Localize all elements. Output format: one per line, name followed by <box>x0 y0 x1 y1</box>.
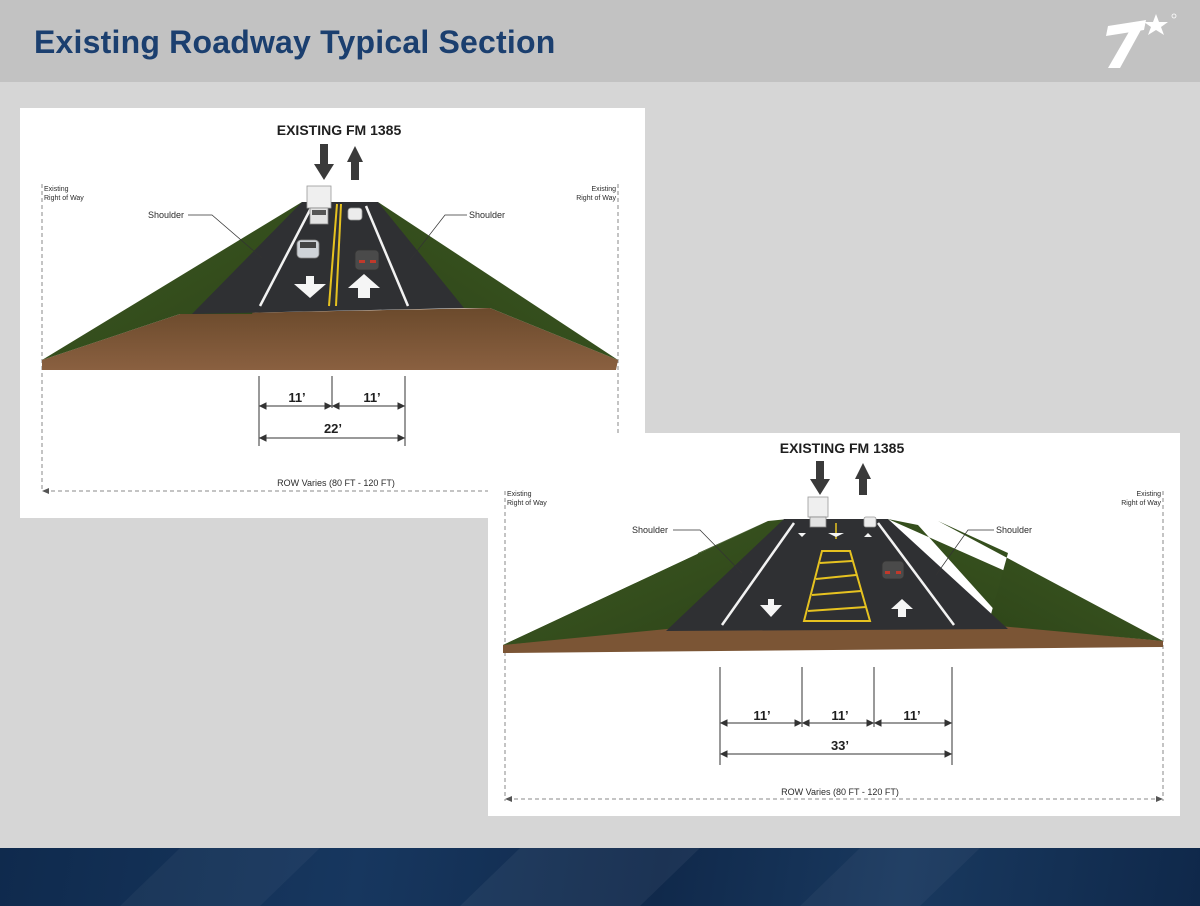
truck-icon <box>807 496 829 528</box>
shoulder-label-right: Shoulder <box>469 210 505 220</box>
southbound-arrow-icon <box>294 276 326 298</box>
shoulder-leader-left <box>188 214 263 259</box>
embankment-dirt <box>42 308 618 370</box>
edge-line-left <box>258 205 314 307</box>
total-width-label: 22’ <box>324 421 342 436</box>
total-width-label: 33’ <box>831 738 849 753</box>
lane-width-label: 11’ <box>903 708 920 723</box>
northbound-arrow-icon <box>348 274 380 298</box>
northbound-arrow-icon <box>891 599 913 617</box>
center-turn-lane-hatching <box>802 550 872 622</box>
slide-title: Existing Roadway Typical Section <box>34 24 556 60</box>
right-row-label-line1: Existing <box>1136 491 1161 498</box>
left-row-label-line1: Existing <box>44 186 69 193</box>
row-arrow-left-icon <box>42 488 49 494</box>
dimension-lines <box>719 667 953 765</box>
txdot-logo-icon <box>1106 13 1177 68</box>
left-grass-slope <box>42 202 302 360</box>
northbound-direction-arrow-icon <box>347 146 363 180</box>
northbound-direction-arrow-icon <box>855 463 871 495</box>
right-grass-upper <box>938 521 1163 641</box>
truck-icon <box>306 185 332 225</box>
right-row-label-line2: Right of Way <box>1121 500 1161 507</box>
shoulder-label-left: Shoulder <box>632 525 668 535</box>
left-grass-upper <box>503 519 788 645</box>
center-line-a <box>328 203 338 307</box>
shoulder-label-right: Shoulder <box>996 525 1032 535</box>
edge-line-left <box>720 522 796 626</box>
road-name-label: EXISTING FM 1385 <box>780 440 905 456</box>
shoulder-leader-right <box>409 214 467 261</box>
road-name-label: EXISTING FM 1385 <box>277 122 402 138</box>
far-lane-arrows-icon <box>798 533 872 537</box>
southbound-direction-arrow-icon <box>810 461 830 495</box>
pavement <box>666 519 1008 631</box>
edge-line-right <box>876 522 956 626</box>
lane-width-label: 11’ <box>831 708 848 723</box>
embankment-dirt <box>503 625 1163 653</box>
left-row-label-line2: Right of Way <box>44 195 84 202</box>
row-arrow-left-icon <box>505 796 512 802</box>
dimension-lines <box>258 376 406 446</box>
center-line-b <box>335 203 342 307</box>
southbound-arrow-icon <box>760 599 782 617</box>
shoulder-leader-right <box>935 529 994 576</box>
car-icon <box>863 516 877 528</box>
lane-width-label: 11’ <box>363 390 380 405</box>
slide-footer-band <box>0 848 1200 906</box>
edge-line-right <box>364 205 410 307</box>
lane-width-label: 11’ <box>288 390 305 405</box>
car-icon-2 <box>354 249 380 271</box>
shoulder-label-left: Shoulder <box>148 210 184 220</box>
southbound-direction-arrow-icon <box>314 144 334 180</box>
car-icon <box>296 239 320 259</box>
typical-section-three-lane: EXISTING FM 1385 Existing Right of Way E… <box>488 433 1180 816</box>
right-grass-slope <box>378 202 618 360</box>
car-icon-2 <box>881 560 905 580</box>
row-varies-label: ROW Varies (80 FT - 120 FT) <box>277 478 395 488</box>
left-row-label-line1: Existing <box>507 491 532 498</box>
row-varies-label: ROW Varies (80 FT - 120 FT) <box>781 787 899 797</box>
lane-width-label: 11’ <box>753 708 770 723</box>
row-arrow-right-icon <box>1156 796 1163 802</box>
shoulder-leader-left <box>673 529 743 574</box>
car-icon-3 <box>347 207 363 221</box>
right-row-label-line1: Existing <box>591 186 616 193</box>
slide-header: Existing Roadway Typical Section <box>0 0 1200 82</box>
right-row-label-line2: Right of Way <box>576 195 616 202</box>
pavement <box>192 202 464 314</box>
left-row-label-line2: Right of Way <box>507 500 547 507</box>
